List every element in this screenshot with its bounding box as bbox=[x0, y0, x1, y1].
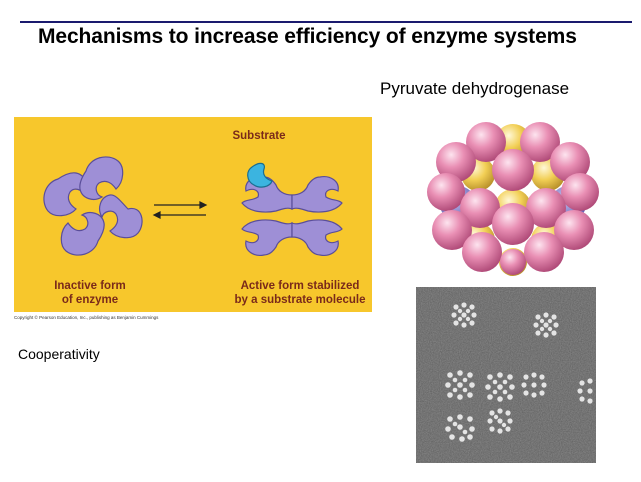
inactive-caption-line-1: Inactive form bbox=[54, 280, 126, 292]
particle-4 bbox=[485, 372, 515, 402]
equilibrium-arrows bbox=[152, 201, 208, 219]
inactive-subunit-3 bbox=[99, 194, 143, 239]
particle-7 bbox=[445, 414, 475, 442]
substrate-molecule bbox=[247, 162, 273, 188]
pdh-shell-layer bbox=[427, 122, 599, 275]
active-subunit-2 bbox=[291, 176, 343, 213]
cooperativity-figure: Substrate Inactive form of enzyme Active… bbox=[14, 117, 372, 312]
active-subunit-4 bbox=[291, 219, 343, 256]
particle-2 bbox=[533, 312, 559, 338]
active-form-caption: Active form stabilized by a substrate mo… bbox=[220, 279, 380, 307]
inactive-form-caption: Inactive form of enzyme bbox=[40, 279, 140, 307]
pyruvate-dehydrogenase-label: Pyruvate dehydrogenase bbox=[380, 79, 570, 98]
active-caption-line-1: Active form stabilized bbox=[240, 280, 360, 292]
pdh-electron-micrograph bbox=[416, 287, 596, 463]
particle-5 bbox=[521, 372, 547, 398]
particle-6 bbox=[577, 378, 593, 404]
pdh-complex-model bbox=[427, 122, 599, 276]
inactive-enzyme bbox=[43, 156, 143, 256]
title-rule bbox=[20, 21, 632, 23]
inactive-caption-line-2: of enzyme bbox=[61, 294, 119, 306]
micrograph-particles bbox=[445, 302, 593, 442]
particle-3 bbox=[445, 370, 475, 400]
active-subunit-3 bbox=[241, 219, 293, 256]
active-caption-line-2: by a substrate molecule bbox=[234, 294, 366, 306]
inactive-subunit-2 bbox=[79, 156, 124, 200]
slide-title: Mechanisms to increase efficiency of enz… bbox=[38, 25, 577, 48]
cooperativity-diagram bbox=[43, 156, 343, 256]
active-enzyme bbox=[241, 176, 343, 256]
inactive-subunit-1 bbox=[43, 172, 87, 217]
cooperativity-label: Cooperativity bbox=[18, 346, 100, 362]
inactive-subunit-4 bbox=[60, 212, 105, 256]
copyright-notice: Copyright © Pearson Education, Inc., pub… bbox=[14, 315, 159, 320]
particle-1 bbox=[451, 302, 477, 328]
particle-8 bbox=[487, 408, 513, 434]
substrate-label: Substrate bbox=[232, 130, 286, 142]
